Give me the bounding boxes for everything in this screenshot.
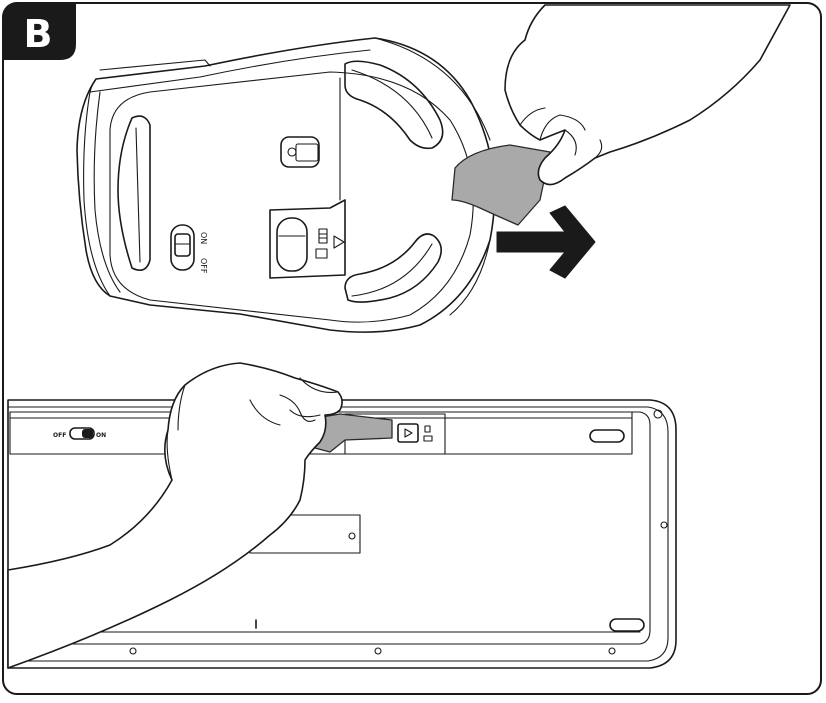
mouse-power-switch: ON OFF xyxy=(170,224,208,274)
hand-pulling-mouse-tab xyxy=(504,4,791,186)
battery-compartment xyxy=(269,199,346,279)
mouse-underside: ON OFF xyxy=(76,37,551,333)
mouse-switch-on-label: ON xyxy=(199,232,208,244)
keyboard-power-switch: OFF ON xyxy=(53,427,106,440)
hand-pulling-keyboard-tab xyxy=(7,362,343,669)
optical-sensor xyxy=(280,136,320,168)
keyboard-switch-on-label: ON xyxy=(96,432,106,439)
panel-frame xyxy=(2,2,822,695)
keyboard-foot-slot-top xyxy=(589,429,625,443)
keyboard-foot-slot-bottom xyxy=(609,618,645,632)
mouse-pull-tab xyxy=(451,144,551,226)
keyboard-pull-tab xyxy=(314,413,393,453)
step-letter: B xyxy=(24,12,53,56)
mouse-switch-off-label: OFF xyxy=(199,258,208,274)
battery-icon xyxy=(315,228,328,259)
keyboard-eject-icon xyxy=(404,428,413,438)
eject-triangle-icon xyxy=(333,235,345,249)
step-badge: B xyxy=(3,3,76,60)
pull-arrow-icon xyxy=(496,205,596,279)
keyboard-switch-off-label: OFF xyxy=(53,432,66,439)
